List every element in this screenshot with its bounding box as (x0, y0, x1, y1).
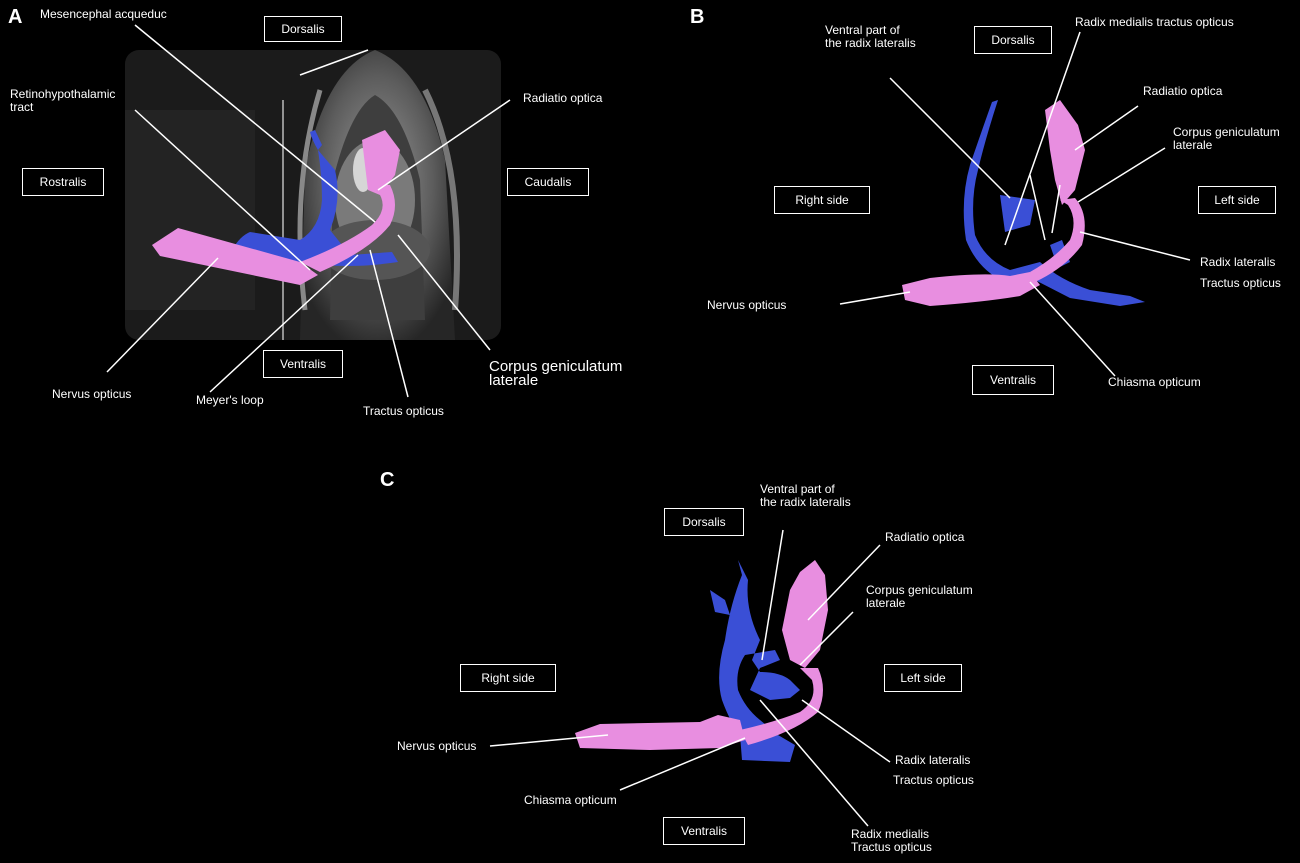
label-ventral-part-radix-lateralis: Ventral part of the radix lateralis (825, 23, 916, 50)
label-radix-lateralis: Radix lateralis (1200, 255, 1276, 269)
blue-branch-c (710, 590, 730, 615)
orientation-box-right-side: Right side (774, 186, 870, 214)
label-mesencephal-acqueduc: Mesencephal acqueduc (40, 7, 167, 21)
pink-nerve-b (902, 272, 1040, 306)
label-chiasma-opticum: Chiasma opticum (524, 793, 617, 807)
mri-background (125, 50, 501, 340)
pink-tract-b (1030, 198, 1085, 282)
label-retinohypothalamic-tract: Retinohypothalamic tract (10, 87, 116, 114)
orientation-box-dorsalis: Dorsalis (664, 508, 744, 536)
orientation-box-rostralis: Rostralis (22, 168, 104, 196)
orientation-box-ventralis: Ventralis (263, 350, 343, 378)
label-radix-medialis-tractus-opticus: Radix medialis tractus opticus (1075, 15, 1234, 29)
blue-side-b (1000, 195, 1035, 232)
label-tractus-opticus: Tractus opticus (893, 773, 974, 787)
blue-branch-a (310, 130, 322, 150)
orientation-box-ventralis: Ventralis (972, 365, 1054, 395)
pink-tract-a (300, 185, 395, 272)
pink-radiation-b (1045, 100, 1085, 205)
label-meyers-loop: Meyer's loop (196, 393, 264, 407)
label-nervus-opticus: Nervus opticus (397, 739, 477, 753)
label-corpus-geniculatum-laterale: Corpus geniculatum laterale (489, 358, 623, 389)
orientation-box-dorsalis: Dorsalis (974, 26, 1052, 54)
label-tractus-opticus: Tractus opticus (363, 404, 444, 418)
orientation-box-ventralis: Ventralis (663, 817, 745, 845)
orientation-box-caudalis: Caudalis (507, 168, 589, 196)
label-chiasma-opticum: Chiasma opticum (1108, 375, 1201, 389)
label-radix-medialis-tractus-opticus: Radix medialis Tractus opticus (851, 827, 932, 854)
label-radiatio-optica: Radiatio optica (523, 91, 603, 105)
pink-nerve-c (575, 715, 745, 750)
orientation-box-left-side: Left side (1198, 186, 1276, 214)
label-ventral-part-radix-lateralis: Ventral part of the radix lateralis (760, 482, 851, 509)
label-radiatio-optica: Radiatio optica (885, 530, 965, 544)
label-radiatio-optica: Radiatio optica (1143, 84, 1223, 98)
blue-tract-c (719, 560, 800, 762)
pink-tract-c (740, 668, 823, 745)
panel-letter-a: A (8, 6, 23, 28)
orientation-box-right-side: Right side (460, 664, 556, 692)
orientation-box-dorsalis: Dorsalis (264, 16, 342, 42)
label-tractus-opticus: Tractus opticus (1200, 276, 1281, 290)
label-corpus-geniculatum-laterale: Corpus geniculatum laterale (1173, 125, 1280, 152)
mri-slice-image (125, 50, 501, 340)
label-nervus-opticus: Nervus opticus (707, 298, 787, 312)
label-corpus-geniculatum-laterale: Corpus geniculatum laterale (866, 583, 973, 610)
orientation-box-left-side: Left side (884, 664, 962, 692)
panel-letter-b: B (690, 6, 705, 28)
label-nervus-opticus: Nervus opticus (52, 387, 132, 401)
label-radix-lateralis: Radix lateralis (895, 753, 971, 767)
pink-radiation-c (782, 560, 828, 668)
pink-radiation-a (362, 130, 400, 195)
pink-nerve-a (152, 228, 318, 285)
panel-letter-c: C (380, 469, 395, 491)
